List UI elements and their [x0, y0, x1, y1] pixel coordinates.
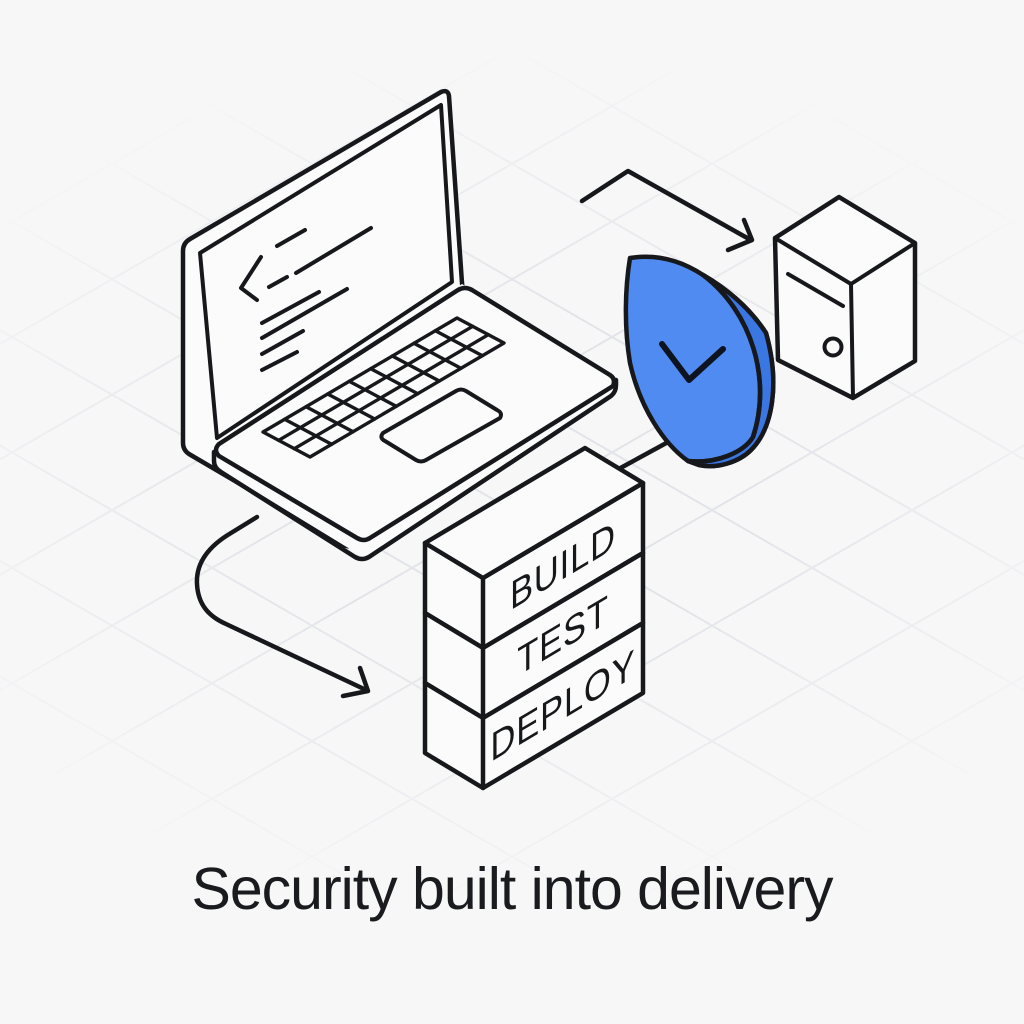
server-icon: [772, 194, 918, 401]
stack-box-deploy: [422, 620, 646, 791]
laptop-deck: [213, 285, 617, 543]
shield-inner-edge: [685, 272, 763, 464]
shield-check-icon: [623, 254, 776, 469]
laptop-keyboard: [261, 316, 506, 459]
shield-checkmark-icon: [659, 341, 726, 383]
shield-front: [623, 254, 776, 469]
code-chevron-icon: [239, 255, 263, 302]
code-lines: [239, 226, 373, 372]
flow-arrow-top-icon: [579, 168, 755, 253]
laptop-icon: [180, 88, 619, 562]
laptop-base-edge: [211, 377, 619, 562]
server-power-button: [822, 336, 844, 358]
server-vent-line: [786, 272, 845, 308]
laptop-trackpad: [379, 387, 503, 464]
laptop-base: [214, 284, 618, 560]
laptop-screen-bezel: [198, 103, 454, 440]
flow-arrow-left-icon: [194, 514, 371, 699]
caption-title: Security built into delivery: [191, 856, 834, 922]
